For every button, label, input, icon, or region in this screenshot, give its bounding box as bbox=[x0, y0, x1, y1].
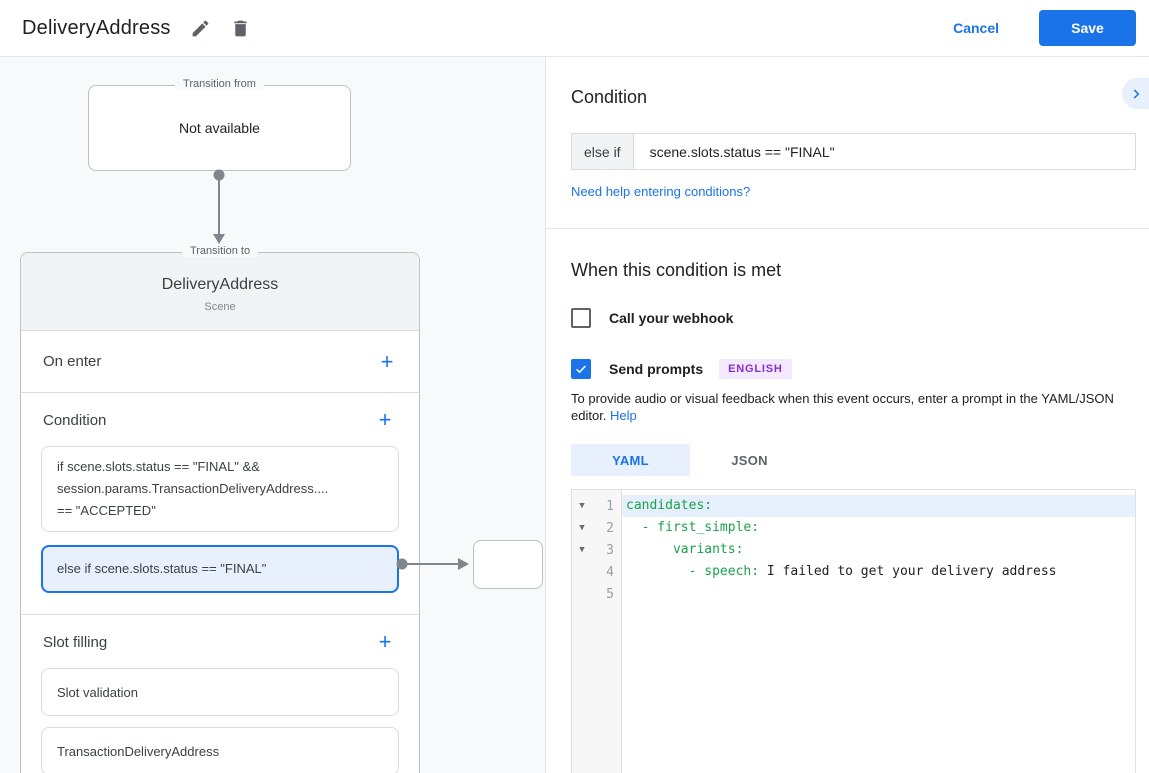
tab-yaml[interactable]: YAML bbox=[571, 444, 690, 476]
panel-title: Condition bbox=[571, 87, 648, 107]
condition-item-if[interactable]: if scene.slots.status == "FINAL" && sess… bbox=[41, 446, 399, 532]
plus-icon: + bbox=[378, 407, 392, 432]
condition-section-label: Condition bbox=[43, 411, 107, 429]
send-prompts-checkbox[interactable] bbox=[571, 359, 591, 379]
trash-icon bbox=[234, 20, 247, 36]
code-line: candidates: bbox=[622, 495, 1135, 517]
code-line bbox=[622, 583, 1135, 605]
fold-toggle-icon[interactable]: ▼ bbox=[579, 501, 585, 511]
top-bar: DeliveryAddress Cancel Save bbox=[0, 0, 1149, 57]
fold-toggle-icon[interactable]: ▼ bbox=[579, 545, 585, 555]
line-number: 5 bbox=[606, 586, 614, 602]
code-line: variants: bbox=[626, 542, 744, 557]
plus-icon: + bbox=[380, 348, 394, 374]
condition-editor-row: else if bbox=[571, 133, 1136, 170]
add-on-enter-button[interactable]: + bbox=[373, 348, 401, 376]
slot-item-validation[interactable]: Slot validation bbox=[41, 668, 399, 716]
webhook-label: Call your webhook bbox=[609, 310, 734, 326]
editor-code-area[interactable]: candidates: - first_simple: variants: - … bbox=[622, 490, 1135, 773]
scene-card: Transition to DeliveryAddress Scene On e… bbox=[20, 245, 420, 773]
scene-card-header[interactable]: DeliveryAddress Scene bbox=[21, 253, 419, 331]
on-enter-row: On enter + bbox=[21, 331, 419, 393]
scene-diagram-canvas: Transition from Not available Transition… bbox=[0, 57, 546, 773]
edit-title-button[interactable] bbox=[181, 8, 221, 48]
chevron-right-icon bbox=[1133, 88, 1139, 99]
condition-section: Condition + if scene.slots.status == "FI… bbox=[21, 393, 419, 615]
code-line: - first_simple: bbox=[626, 520, 760, 535]
line-number: 4 bbox=[606, 564, 614, 580]
webhook-row: Call your webhook bbox=[571, 308, 1136, 328]
transition-from-content: Not available bbox=[179, 120, 260, 136]
yaml-code-editor[interactable]: ▼ 1 ▼ 2 ▼ 3 4 5 candidates: - first_simple:… bbox=[571, 489, 1136, 773]
slot-filling-section: Slot filling + Slot validation Transacti… bbox=[21, 615, 419, 773]
slot-filling-label: Slot filling bbox=[43, 633, 108, 651]
help-link[interactable]: Help bbox=[610, 408, 637, 423]
condition-expression-input[interactable] bbox=[632, 133, 1136, 170]
condition-item-else-if-selected[interactable]: else if scene.slots.status == "FINAL" bbox=[41, 545, 399, 593]
panel-divider bbox=[546, 228, 1149, 229]
webhook-checkbox[interactable] bbox=[571, 308, 591, 328]
transition-from-box[interactable]: Transition from Not available bbox=[88, 78, 351, 171]
language-badge: ENGLISH bbox=[719, 359, 792, 379]
code-line: - speech: I failed to get your delivery … bbox=[626, 564, 1057, 579]
editor-tabs: YAML JSON bbox=[571, 444, 1136, 476]
send-prompts-row: Send prompts ENGLISH bbox=[571, 359, 1136, 379]
editor-gutter: ▼ 1 ▼ 2 ▼ 3 4 5 bbox=[572, 490, 622, 773]
transition-target-box[interactable] bbox=[473, 540, 543, 589]
prompts-description: To provide audio or visual feedback when… bbox=[571, 391, 1114, 423]
delete-scene-button[interactable] bbox=[221, 8, 261, 48]
line-number: 1 bbox=[606, 498, 614, 514]
check-icon bbox=[576, 365, 586, 374]
add-slot-button[interactable]: + bbox=[371, 628, 399, 656]
add-condition-button[interactable]: + bbox=[371, 406, 399, 434]
condition-keyword-label: else if bbox=[571, 133, 633, 170]
page-title: DeliveryAddress bbox=[22, 16, 171, 39]
collapse-panel-button[interactable] bbox=[1122, 78, 1149, 109]
plus-icon: + bbox=[378, 629, 392, 654]
scene-name: DeliveryAddress bbox=[161, 276, 279, 293]
tab-json[interactable]: JSON bbox=[731, 452, 768, 468]
cancel-button[interactable]: Cancel bbox=[937, 12, 1015, 44]
condition-help-link[interactable]: Need help entering conditions? bbox=[571, 184, 751, 199]
save-button[interactable]: Save bbox=[1039, 10, 1136, 46]
send-prompts-label: Send prompts bbox=[609, 361, 704, 377]
fold-toggle-icon[interactable]: ▼ bbox=[579, 523, 585, 533]
pencil-icon bbox=[192, 20, 209, 36]
on-enter-label: On enter bbox=[43, 353, 102, 370]
condition-met-title: When this condition is met bbox=[571, 260, 782, 280]
line-number: 2 bbox=[606, 520, 614, 536]
condition-edit-panel: Condition else if Need help entering con… bbox=[546, 57, 1149, 773]
slot-item-transaction-delivery-address[interactable]: TransactionDeliveryAddress bbox=[41, 727, 399, 773]
scene-type: Scene bbox=[204, 301, 236, 313]
line-number: 3 bbox=[606, 542, 614, 558]
